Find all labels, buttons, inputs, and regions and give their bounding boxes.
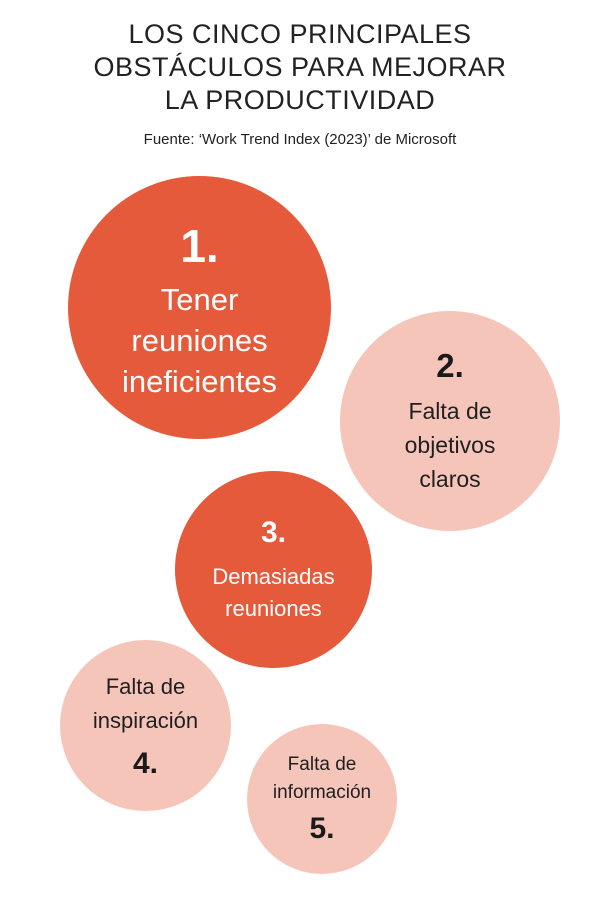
obstacle-number: 4. — [132, 746, 159, 780]
title-line-1: LOS CINCO PRINCIPALES — [128, 19, 472, 49]
obstacle-circle-1: 1. Tener reuniones ineficientes — [68, 176, 331, 439]
obstacle-label: Tener reuniones ineficientes — [121, 282, 278, 399]
obstacle-number: 1. — [180, 220, 219, 272]
obstacle-number: 3. — [260, 515, 287, 549]
source-note: Fuente: ‘Work Trend Index (2023)’ de Mic… — [143, 131, 457, 148]
obstacle-label: Demasiadas reuniones — [212, 563, 335, 621]
obstacle-number: 2. — [436, 347, 464, 384]
page-title: LOS CINCO PRINCIPALES OBSTÁCULOS PARA ME… — [0, 18, 600, 117]
obstacle-label: Falta de información — [272, 754, 372, 803]
title-line-2: OBSTÁCULOS PARA MEJORAR — [93, 52, 507, 82]
obstacle-number: 5. — [309, 812, 335, 845]
obstacle-circle-4: Falta de inspiración 4. — [60, 640, 231, 811]
obstacle-label: Falta de objetivos claros — [404, 398, 496, 492]
obstacle-circle-5: Falta de información 5. — [247, 724, 397, 874]
obstacle-circle-3: 3. Demasiadas reuniones — [175, 471, 372, 668]
title-line-3: LA PRODUCTIVIDAD — [164, 85, 436, 115]
obstacle-circle-2: 2. Falta de objetivos claros — [340, 311, 560, 531]
obstacle-label: Falta de inspiración — [92, 673, 199, 733]
